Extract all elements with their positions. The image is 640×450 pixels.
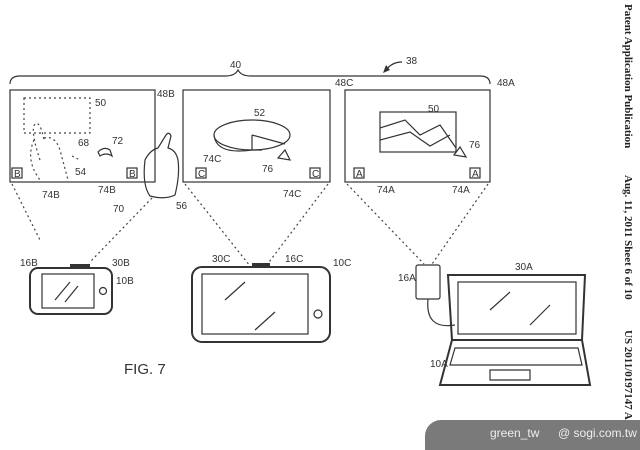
hand-icon: [143, 132, 180, 199]
line-chart: [379, 111, 457, 153]
ref-38: 38: [406, 56, 418, 67]
svg-text:16B: 16B: [20, 258, 38, 269]
projected-screen-a: A A 48A 50 76 74A 74A: [344, 78, 515, 265]
svg-text:76: 76: [262, 164, 274, 175]
svg-text:68: 68: [78, 138, 90, 149]
svg-text:50: 50: [95, 98, 107, 109]
watermark: green_tw @ sogi.com.tw: [425, 420, 640, 450]
svg-text:48A: 48A: [497, 78, 515, 89]
projected-screen-b: B B 48B 50 68 72 54 74B 74B 70 56: [9, 89, 188, 263]
svg-text:16C: 16C: [285, 254, 303, 265]
svg-text:30A: 30A: [515, 262, 533, 273]
svg-text:C: C: [198, 169, 205, 180]
svg-text:10B: 10B: [116, 276, 134, 287]
phone-device: 16B 30B 10B: [20, 258, 134, 315]
svg-text:10A: 10A: [430, 359, 448, 370]
svg-text:56: 56: [176, 201, 188, 212]
publication-label: Patent Application Publication: [622, 4, 634, 149]
svg-text:70: 70: [113, 204, 125, 215]
patent-number: US 2011/0197147 A1: [622, 330, 634, 426]
svg-text:16A: 16A: [398, 273, 416, 284]
svg-text:74C: 74C: [203, 154, 221, 165]
rotate-gesture-icon: [97, 147, 114, 158]
svg-text:B: B: [14, 169, 21, 180]
svg-text:74A: 74A: [452, 185, 470, 196]
svg-text:B: B: [129, 169, 136, 180]
date-sheet: Aug. 11, 2011 Sheet 6 of 10: [622, 175, 634, 300]
svg-text:72: 72: [112, 136, 124, 147]
svg-text:10C: 10C: [333, 258, 351, 269]
ref-40: 40: [230, 60, 242, 71]
laptop-device: 16A 30A 10A: [398, 262, 592, 386]
svg-text:30B: 30B: [112, 258, 130, 269]
figure-title: FIG. 7: [124, 361, 166, 378]
external-projector: [415, 264, 441, 300]
svg-text:54: 54: [75, 167, 87, 178]
svg-text:74A: 74A: [377, 185, 395, 196]
system-brace: [9, 68, 491, 85]
pointer-icon: [276, 148, 292, 161]
svg-text:48B: 48B: [157, 89, 175, 100]
watermark-user: green_tw: [490, 426, 540, 440]
arrow-icon: [383, 65, 390, 73]
pointer-icon: [452, 145, 468, 158]
svg-text:C: C: [312, 169, 319, 180]
svg-text:30C: 30C: [212, 254, 230, 265]
tablet-device: 30C 16C 10C: [191, 254, 351, 343]
svg-text:76: 76: [469, 140, 481, 151]
svg-text:48C: 48C: [335, 78, 353, 89]
svg-text:74C: 74C: [283, 189, 301, 200]
svg-text:50: 50: [428, 104, 440, 115]
svg-text:A: A: [472, 169, 479, 180]
projected-screen-c: C C 48C 52 76 74C 74C: [182, 78, 353, 267]
svg-text:74B: 74B: [98, 185, 116, 196]
svg-text:A: A: [356, 169, 363, 180]
svg-text:52: 52: [254, 108, 266, 119]
svg-text:74B: 74B: [42, 190, 60, 201]
watermark-site: @ sogi.com.tw: [558, 426, 637, 440]
patent-header: Patent Application Publication Aug. 11, …: [614, 0, 638, 445]
